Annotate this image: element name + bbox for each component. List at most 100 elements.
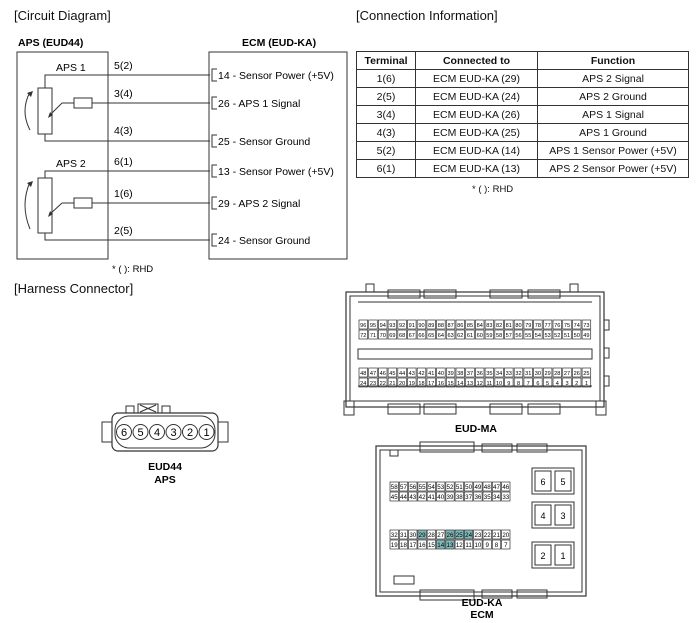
ecm-box [208, 51, 348, 260]
ma-pin-number: 39 [447, 371, 453, 377]
ma-pin-number: 90 [418, 323, 424, 329]
ma-pin-number: 35 [486, 371, 492, 377]
table-row: 2(5)ECM EUD-KA (24)APS 2 Ground [356, 87, 689, 106]
ka-pin-cell [501, 491, 511, 502]
ka-pin-number: 33 [502, 494, 509, 501]
ka-pin-cell [501, 539, 511, 550]
ma-pin-number: 64 [438, 333, 444, 339]
ma-pin-number: 87 [447, 323, 453, 329]
ma-pin-cell [504, 367, 514, 378]
ka-pin-cell [464, 491, 474, 502]
ka-big-pin-group [531, 467, 575, 495]
ka-pin-cell [398, 539, 409, 550]
pin-label: 2(5) [114, 225, 133, 237]
eud-ka-sub: ECM [470, 609, 494, 621]
ka-pin-number: 13 [447, 542, 454, 549]
sensor1-resistor [37, 87, 53, 135]
ka-pin-cell [408, 491, 418, 502]
ka-pin-cell [501, 481, 511, 492]
ma-pin-number: 11 [486, 381, 492, 387]
ka-pin-cell [464, 539, 474, 550]
aps-box [16, 51, 109, 260]
ma-pin-cell [581, 367, 592, 378]
ma-pin-cell [581, 329, 592, 340]
ka-pin-cell [389, 539, 399, 550]
ma-pin-cell [513, 329, 524, 340]
eud44-sub: APS [154, 474, 176, 486]
ecm-pin-label: 26 - APS 1 Signal [218, 98, 300, 110]
ka-big-pin-number: 3 [560, 511, 565, 521]
ma-pin-number: 33 [506, 371, 512, 377]
ma-pin-number: 77 [544, 323, 550, 329]
ma-pin-cell [465, 319, 475, 330]
table-row: 5(2)ECM EUD-KA (14)APS 1 Sensor Power (+… [356, 141, 689, 160]
ma-pin-number: 61 [467, 333, 473, 339]
ma-pin-cell [552, 377, 562, 388]
ka-pin-cell [491, 539, 502, 550]
ma-pin-cell [523, 377, 533, 388]
ma-pin-cell [387, 319, 398, 330]
ka-pin-cell [473, 539, 483, 550]
ka-pin-cell [426, 529, 436, 540]
cell-connected-to: ECM EUD-KA (13) [415, 159, 538, 178]
ka-pin-cell [408, 529, 418, 540]
ma-pin-cell [552, 367, 562, 378]
ma-pin-number: 86 [457, 323, 463, 329]
ma-pin-cell [378, 329, 388, 340]
ka-big-pin-number: 6 [540, 477, 545, 487]
ka-pin-cell [501, 529, 511, 540]
ma-pin-cell [387, 377, 398, 388]
ma-pin-cell [436, 319, 446, 330]
ma-pin-cell [368, 367, 378, 378]
ka-pin-cell [473, 491, 483, 502]
ma-pin-cell [513, 367, 524, 378]
ma-pin-number: 78 [535, 323, 541, 329]
ma-pin-number: 45 [389, 371, 395, 377]
ka-pin-cell [408, 481, 418, 492]
eud44-name: EUD44 [148, 461, 182, 473]
ka-big-pin [534, 504, 552, 526]
ka-pin-number: 42 [419, 494, 426, 501]
rhd-note: * ( ): RHD [112, 264, 153, 275]
connection-info-heading: [Connection Information] [356, 8, 498, 23]
ma-pin-cell [426, 367, 436, 378]
ma-pin-cell [368, 377, 378, 388]
ma-pin-cell [581, 377, 592, 388]
ka-pin-cell [398, 529, 409, 540]
ma-pin-number: 37 [467, 371, 473, 377]
ma-pin-number: 36 [477, 371, 483, 377]
pin-label: 6(1) [114, 156, 133, 168]
ma-pin-number: 30 [535, 371, 541, 377]
ka-pin-number: 26 [447, 532, 454, 539]
ma-pin-cell [533, 319, 543, 330]
ma-pin-cell [436, 377, 446, 388]
ma-pin-cell [397, 367, 407, 378]
ma-pin-number: 66 [418, 333, 424, 339]
ma-pin-number: 54 [535, 333, 541, 339]
ma-pin-number: 18 [418, 381, 424, 387]
table-rhd-note: * ( ): RHD [472, 184, 514, 195]
eud44-pin [116, 424, 132, 440]
ma-pin-number: 48 [360, 371, 366, 377]
ma-pin-cell [465, 377, 475, 388]
ma-pin-cell [378, 367, 388, 378]
ma-pin-number: 59 [486, 333, 492, 339]
ma-pin-number: 47 [370, 371, 376, 377]
ma-pin-number: 57 [506, 333, 512, 339]
ka-pin-number: 16 [419, 542, 426, 549]
ma-pin-number: 10 [496, 381, 502, 387]
ma-pin-cell [445, 329, 456, 340]
table-row: 3(4)ECM EUD-KA (26)APS 1 Signal [356, 105, 689, 124]
ka-pin-number: 28 [428, 532, 435, 539]
ma-pin-cell [484, 319, 495, 330]
ma-pin-cell [542, 377, 553, 388]
ma-pin-number: 75 [564, 323, 570, 329]
table-header-row: Terminal Connected to Function [356, 51, 689, 70]
ma-pin-cell [504, 329, 514, 340]
ma-pin-cell [572, 319, 582, 330]
ma-pin-number: 62 [457, 333, 463, 339]
ka-pin-number: 51 [456, 484, 463, 491]
ka-pin-number: 58 [391, 484, 398, 491]
ka-pin-number: 20 [502, 532, 509, 539]
eud44-pin-number: 1 [203, 427, 209, 439]
